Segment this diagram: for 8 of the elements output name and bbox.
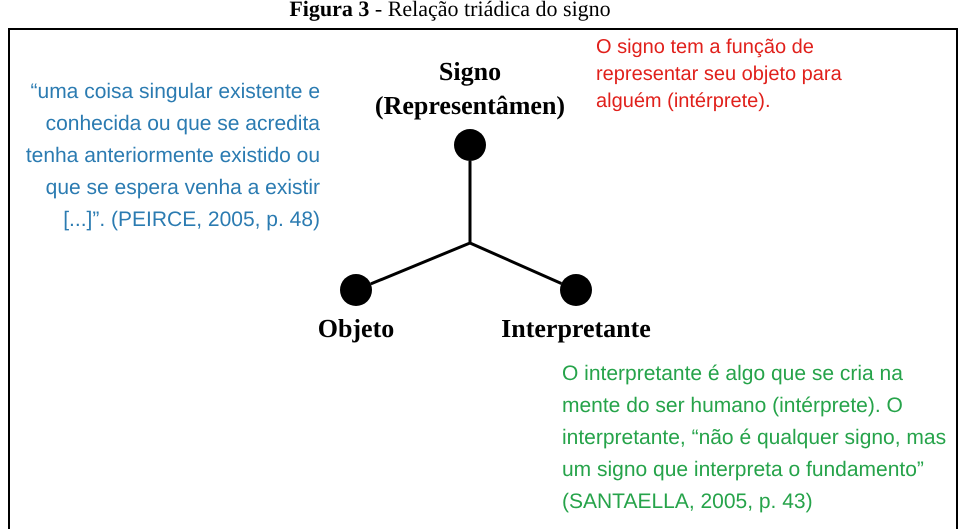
node-label: Objeto [316,313,396,345]
figure-title: Figura 3 - Relação triádica do signo [288,0,612,23]
connector-line [468,161,562,285]
node-label: Interpretante [500,313,652,345]
annotation-text: “uma coisa singular existente e conhecida ou que se acredita tenha anteriormente existido ou que se espera venha a existir [...]”. (PEIRCE, 2005, p. 48) [24,79,320,233]
annotation-text: O interpretante é algo que se cria na mente do ser humano (intérprete). O interpretante, “não é qualquer signo, mas um signo que interpreta o fundamento” (SANTAELLA, 2005, p. 43) [562,361,948,515]
node-label: Signo (Representâmen) [374,56,566,122]
annotation-text: O signo tem a função de representar seu objeto para alguém (intérprete). [596,35,843,114]
